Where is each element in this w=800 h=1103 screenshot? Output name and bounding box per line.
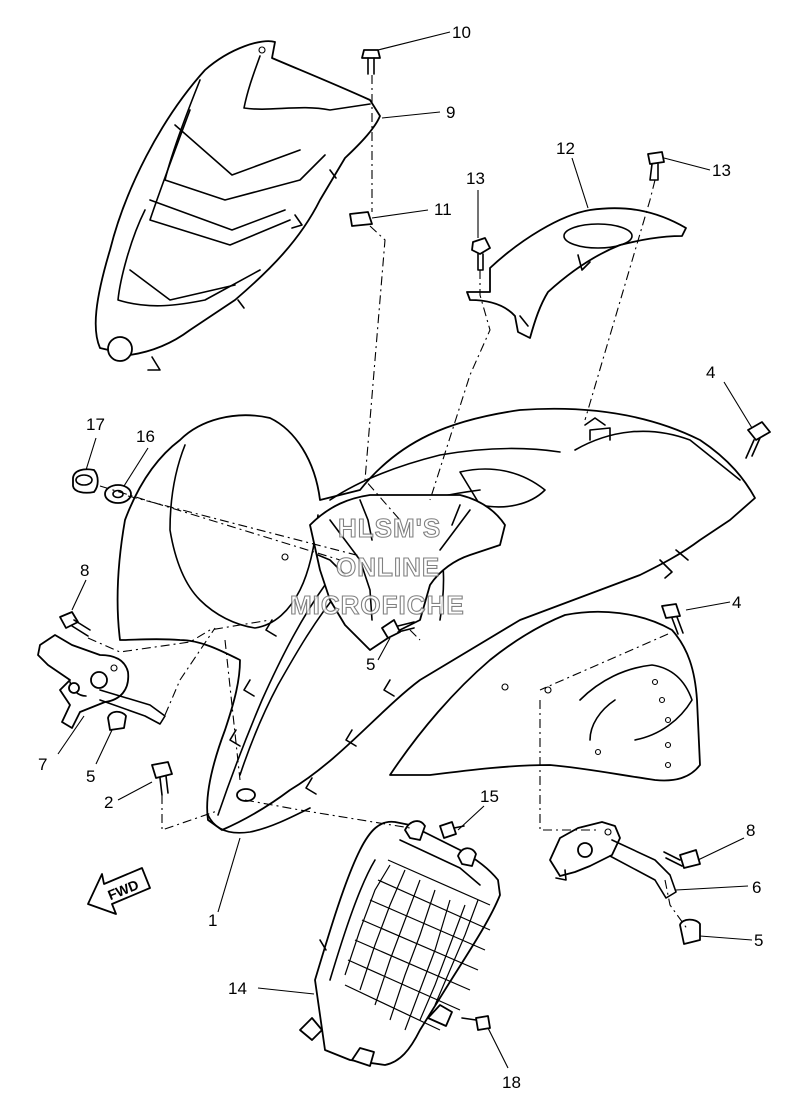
- callout-17: 17: [86, 415, 105, 434]
- callout-5a: 5: [86, 767, 95, 786]
- callout-12: 12: [556, 139, 575, 158]
- callout-numbers: 10 9 11 12 13 13 4 17 16 8 4 5 7 5 2 1 1…: [38, 23, 763, 1092]
- callout-4b: 5: [366, 655, 375, 674]
- watermark-line-3: MICROFICHE: [290, 590, 465, 620]
- callout-1: 1: [208, 911, 217, 930]
- left-bracket: [37, 634, 166, 729]
- assembly-lines: [87, 75, 689, 931]
- watermark-line-2: ONLINE: [336, 552, 440, 582]
- watermark-line-1: HLSM'S: [338, 513, 441, 543]
- callout-13b: 13: [712, 161, 731, 180]
- callout-11: 11: [434, 200, 452, 219]
- callout-8b: 8: [746, 821, 755, 840]
- callout-7: 7: [38, 755, 47, 774]
- callout-10: 10: [452, 23, 471, 42]
- callout-18: 18: [502, 1073, 521, 1092]
- callout-8a: 8: [80, 561, 89, 580]
- leader-lines: [57, 31, 753, 1069]
- front-fender: [116, 407, 756, 834]
- front-top-cover: [94, 40, 381, 371]
- forward-direction-arrow: FWD: [87, 867, 151, 915]
- right-bracket: [549, 821, 677, 899]
- callout-13a: 13: [466, 169, 485, 188]
- callout-2: 2: [104, 793, 113, 812]
- callout-14: 14: [228, 979, 247, 998]
- meter-cover: [466, 207, 687, 339]
- callout-6: 6: [752, 878, 761, 897]
- watermark: HLSM'S ONLINE MICROFICHE: [289, 512, 465, 620]
- callout-16: 16: [136, 427, 155, 446]
- callout-9: 9: [446, 103, 455, 122]
- callout-4a: 4: [732, 593, 741, 612]
- fasteners: [59, 49, 771, 1031]
- callout-15: 15: [480, 787, 499, 806]
- callout-5c: 5: [754, 931, 763, 950]
- front-grille: [299, 820, 501, 1067]
- callout-3: 4: [706, 363, 715, 382]
